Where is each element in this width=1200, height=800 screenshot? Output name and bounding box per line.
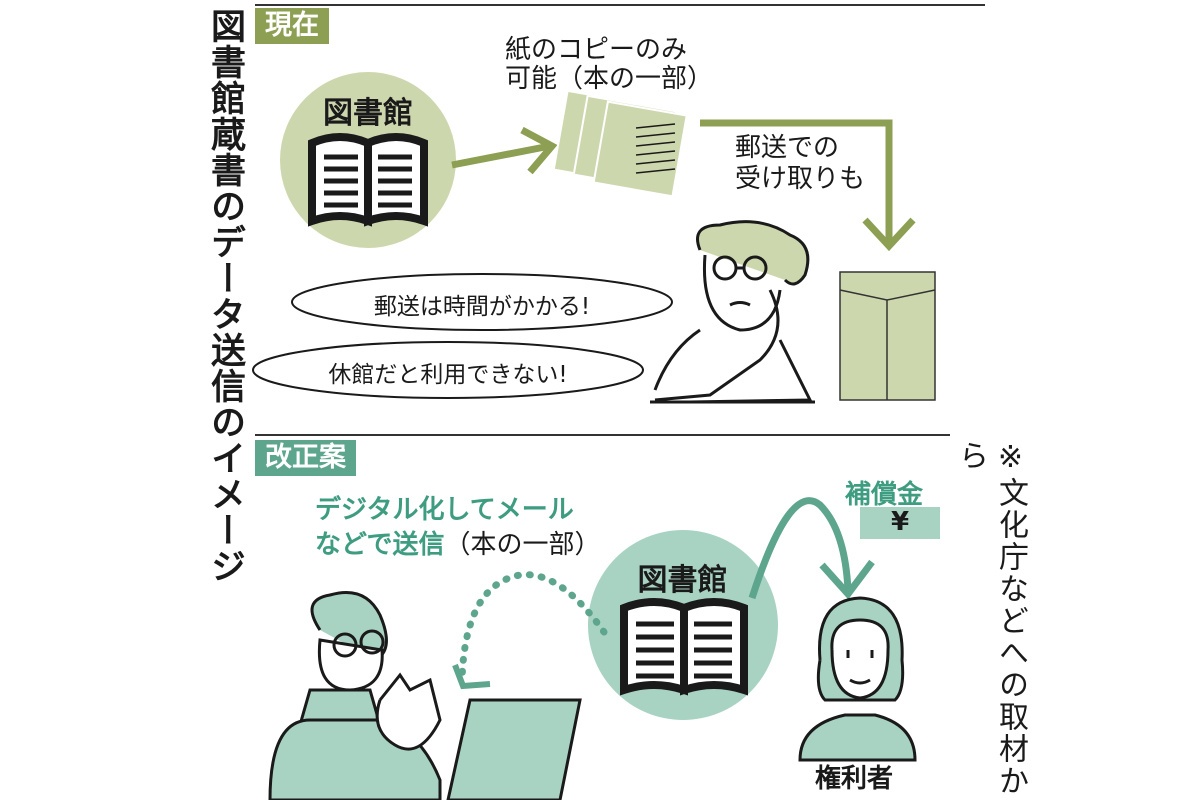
library-label-proposal: 図書館: [637, 563, 728, 598]
speech-bubble-1-text: 郵送は時間がかかる!: [373, 294, 591, 320]
envelope-icon: [839, 271, 936, 401]
compensation-label: 補償金: [845, 480, 924, 510]
yen-box: [860, 507, 940, 539]
woman-with-laptop-illustration: [268, 591, 582, 800]
dotted-arrow-head-icon: [452, 663, 491, 690]
rights-holder-illustration: [798, 596, 917, 762]
paper-copy-text-line2: 可能（本の一部）: [505, 64, 714, 94]
open-book-icon: [620, 598, 748, 696]
diagram-title: 図書館蔵書のデータ送信のイメージ: [205, 8, 245, 584]
digital-send-text-line2: などで送信（本の一部）: [315, 530, 601, 561]
yen-symbol: ¥: [890, 507, 910, 537]
proposal-section-label: 改正案: [255, 440, 356, 476]
speech-bubble-2: [252, 341, 644, 399]
digital-send-text-teal: などで送信: [315, 530, 445, 560]
paper-copy-text-line1: 紙のコピーのみ: [505, 35, 688, 65]
mail-arrow-icon: [700, 119, 916, 252]
source-note: ※文化庁などへの取材から: [953, 440, 1028, 797]
rights-holder-label: 権利者: [815, 764, 894, 794]
library-label-current: 図書館: [323, 96, 413, 131]
digital-send-text-line1: デジタル化してメール: [315, 495, 574, 525]
worried-person-illustration: [650, 220, 815, 404]
dotted-arrow-icon: [458, 571, 608, 684]
arrow-icon: [451, 126, 558, 175]
open-book-icon: [308, 133, 428, 227]
mail-text-line1: 郵送での: [735, 133, 840, 163]
speech-bubble-2-text: 休館だと利用できない!: [328, 362, 568, 388]
paper-copies-icon: [552, 89, 688, 198]
digital-send-text-rest: （本の一部）: [444, 530, 601, 560]
current-section-label: 現在: [255, 8, 329, 44]
compensation-arrow-icon: [748, 497, 875, 600]
mail-text-line2: 受け取りも: [735, 164, 866, 194]
speech-bubble-1: [291, 273, 673, 331]
